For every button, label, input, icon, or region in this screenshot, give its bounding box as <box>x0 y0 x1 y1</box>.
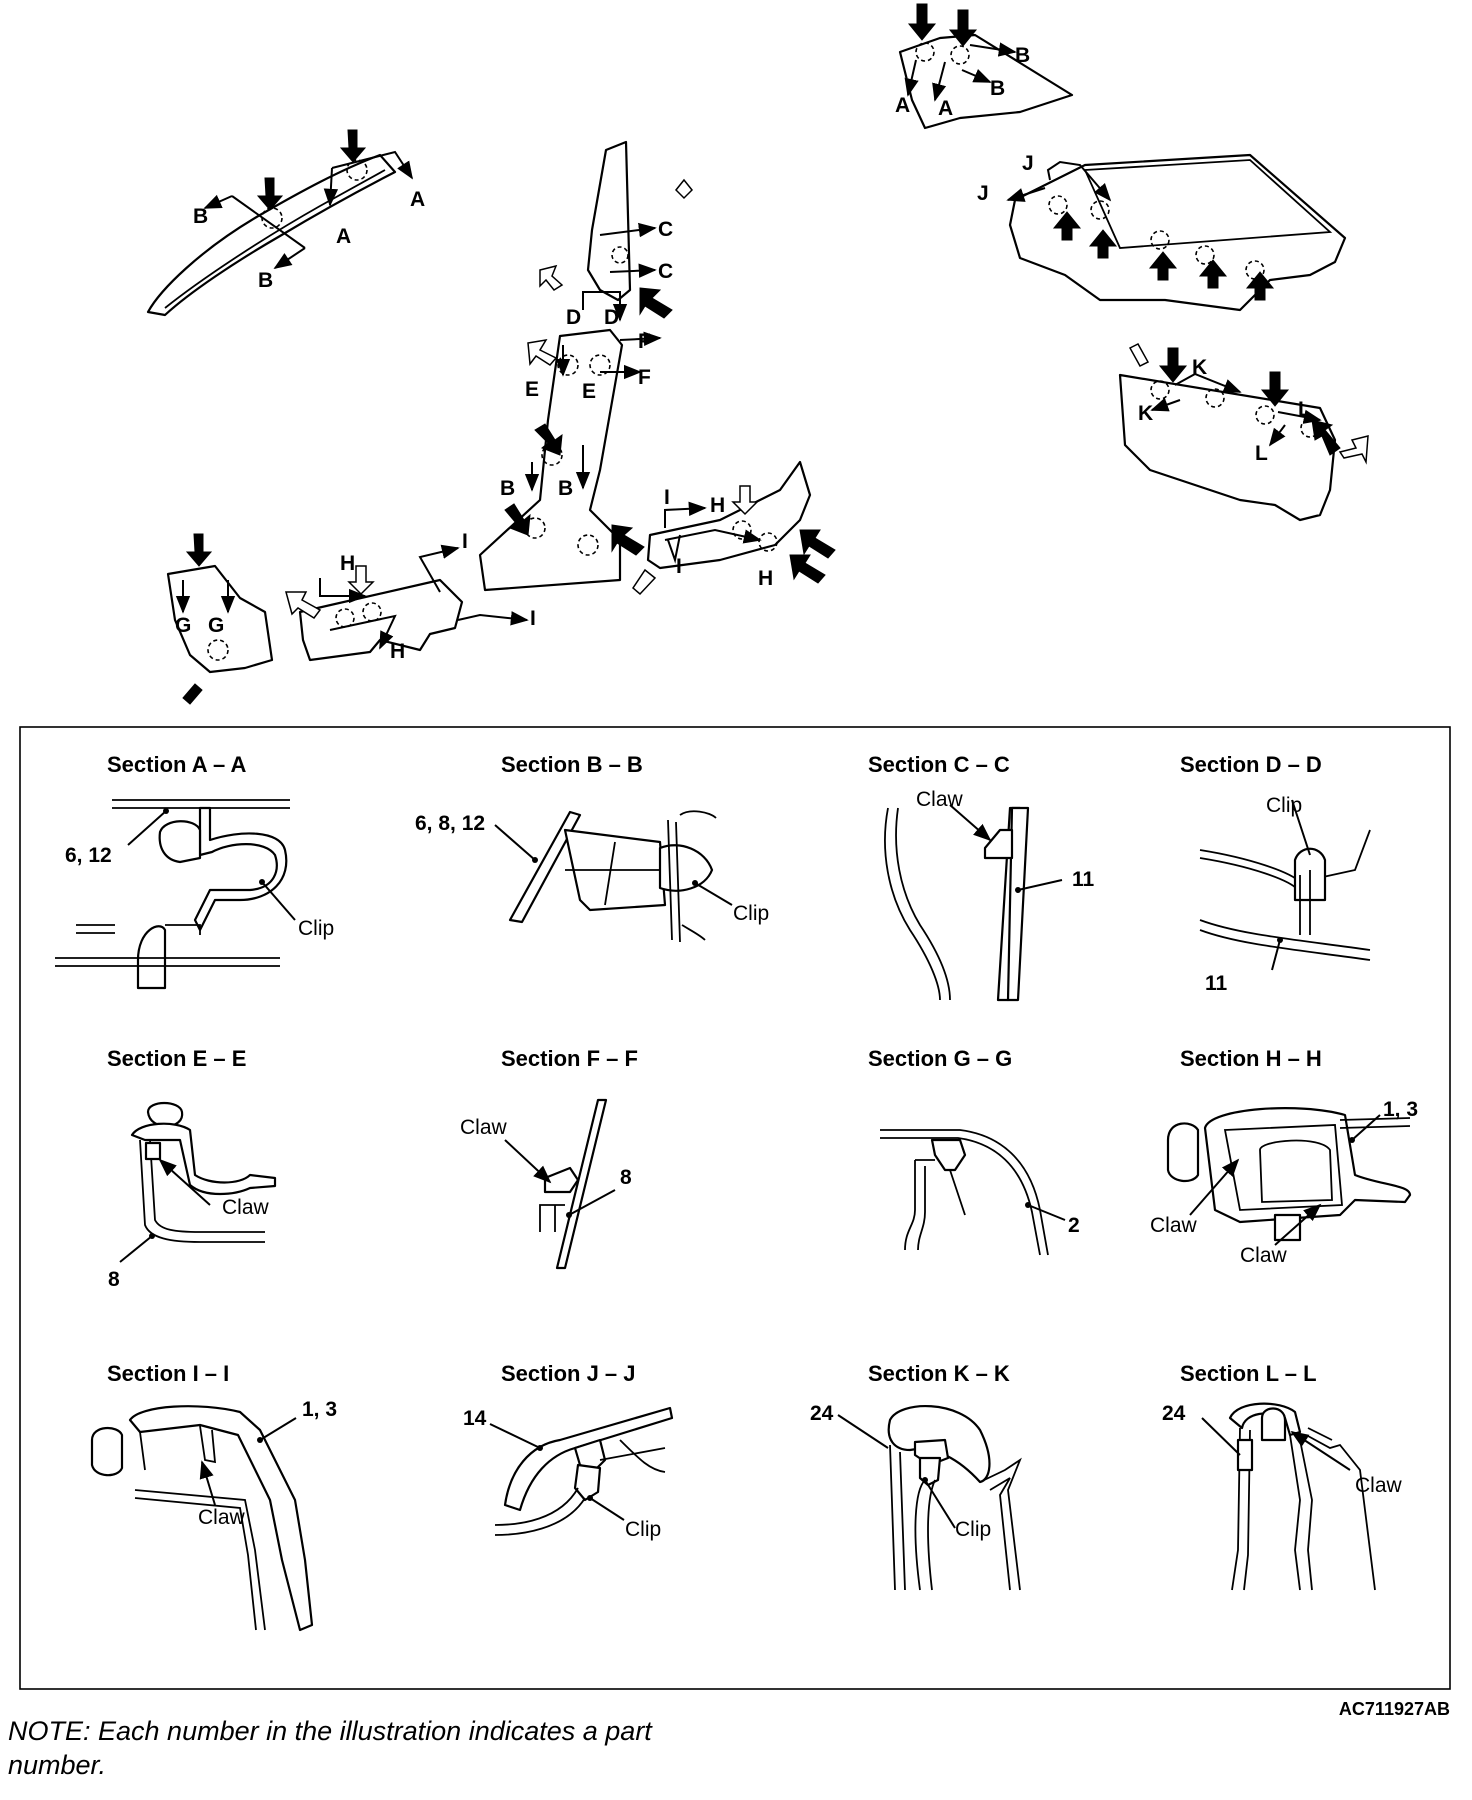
section-g-callout-1: 2 <box>1068 1214 1080 1237</box>
g-label-1: G <box>175 614 191 637</box>
section-b-drawing: 6, 8, 12 Clip <box>415 810 769 943</box>
section-h-callout-2: Claw <box>1150 1214 1198 1237</box>
package-tray: J J <box>977 152 1347 312</box>
c-pillar-label-3: B <box>1015 44 1030 67</box>
section-b-title: Section B – B <box>501 752 643 777</box>
section-k-callout-1: 24 <box>810 1402 834 1425</box>
lower-trim-parts: G G H H I I I I H H <box>166 460 836 705</box>
section-j-callout-2: Clip <box>625 1518 661 1541</box>
section-i-title: Section I – I <box>107 1361 229 1386</box>
i-label-3: I <box>664 486 670 509</box>
section-details-frame <box>19 726 1451 1690</box>
section-b-callout-1: 6, 8, 12 <box>415 812 485 835</box>
a-pillar-label-2: A <box>336 225 351 248</box>
section-g-drawing: 2 <box>880 1129 1080 1256</box>
k-label-1: K <box>1192 356 1207 379</box>
k-label-2: K <box>1138 402 1153 425</box>
c-pillar-label-1: A <box>895 94 910 117</box>
section-c-title: Section C – C <box>868 752 1010 777</box>
h-label-3: H <box>710 494 725 517</box>
h-label-2: H <box>390 640 405 663</box>
b-pillar-trim: C C D D E E F F B B <box>478 140 694 592</box>
section-a-callout-1: 6, 12 <box>65 844 112 867</box>
section-h-callout-3: Claw <box>1240 1244 1288 1267</box>
section-f-callout-2: 8 <box>620 1166 632 1189</box>
c-pillar-label-2: A <box>938 97 953 120</box>
section-j-title: Section J – J <box>501 1361 636 1386</box>
section-k-drawing: 24 Clip <box>810 1402 1022 1591</box>
note-text: NOTE: Each number in the illustration in… <box>8 1716 652 1780</box>
section-g-title: Section G – G <box>868 1046 1012 1071</box>
b-pillar-label-5: E <box>525 378 539 401</box>
section-f-title: Section F – F <box>501 1046 638 1071</box>
b-pillar-label-10: B <box>558 477 573 500</box>
section-d-drawing: Clip 11 <box>1199 794 1371 995</box>
section-k-title: Section K – K <box>868 1361 1010 1386</box>
section-c-drawing: Claw 11 <box>884 788 1095 1002</box>
section-i-callout-1: 1, 3 <box>302 1398 337 1421</box>
b-pillar-label-7: F <box>638 330 651 353</box>
section-i-callout-2: Claw <box>198 1506 246 1529</box>
section-e-title: Section E – E <box>107 1046 246 1071</box>
b-pillar-label-9: B <box>500 477 515 500</box>
h-label-4: H <box>758 567 773 590</box>
j-label-2: J <box>977 182 989 205</box>
figure-code: AC711927AB <box>1339 1699 1450 1719</box>
section-a-callout-2: Clip <box>298 917 334 940</box>
section-d-title: Section D – D <box>1180 752 1322 777</box>
h-label-1: H <box>340 552 355 575</box>
section-h-callout-1: 1, 3 <box>1383 1098 1418 1121</box>
i-label-4: I <box>676 555 682 578</box>
trunk-trim: K K L L <box>1118 343 1369 522</box>
section-d-callout-1: Clip <box>1266 794 1302 817</box>
section-a-title: Section A – A <box>107 752 246 777</box>
section-e-callout-1: Claw <box>222 1196 270 1219</box>
b-pillar-label-2: C <box>658 260 673 283</box>
a-pillar-trim: A A B B <box>146 129 425 317</box>
section-j-drawing: 14 Clip <box>463 1406 674 1541</box>
b-pillar-label-3: D <box>566 306 581 329</box>
section-l-title: Section L – L <box>1180 1361 1317 1386</box>
section-l-drawing: 24 Claw <box>1162 1402 1403 1591</box>
b-pillar-label-4: D <box>604 306 619 329</box>
section-j-callout-1: 14 <box>463 1407 487 1430</box>
section-e-callout-2: 8 <box>108 1268 120 1291</box>
b-pillar-label-1: C <box>658 218 673 241</box>
section-a-drawing: 6, 12 Clip <box>55 799 334 990</box>
section-k-callout-2: Clip <box>955 1518 991 1541</box>
l-label-1: L <box>1298 398 1311 421</box>
i-label-2: I <box>530 607 536 630</box>
j-label-1: J <box>1022 152 1034 175</box>
section-e-drawing: Claw 8 <box>108 1101 277 1291</box>
c-pillar-trim: A A B B <box>895 3 1074 130</box>
section-h-title: Section H – H <box>1180 1046 1322 1071</box>
c-pillar-label-4: B <box>990 77 1005 100</box>
section-i-drawing: 1, 3 Claw <box>90 1398 337 1632</box>
section-h-drawing: 1, 3 Claw Claw <box>1150 1098 1418 1267</box>
section-f-drawing: Claw 8 <box>460 1098 632 1270</box>
section-c-callout-2: 11 <box>1072 868 1095 891</box>
section-b-callout-2: Clip <box>733 902 769 925</box>
g-label-2: G <box>208 614 224 637</box>
section-f-callout-1: Claw <box>460 1116 508 1139</box>
section-l-callout-2: Claw <box>1355 1474 1403 1497</box>
a-pillar-label-4: B <box>258 269 273 292</box>
section-l-callout-1: 24 <box>1162 1402 1186 1425</box>
section-c-callout-1: Claw <box>916 788 964 811</box>
a-pillar-label-3: B <box>193 205 208 228</box>
b-pillar-label-6: E <box>582 380 596 403</box>
b-pillar-label-8: F <box>638 366 651 389</box>
l-label-2: L <box>1255 442 1268 465</box>
section-d-callout-2: 11 <box>1205 972 1228 995</box>
a-pillar-label-1: A <box>410 188 425 211</box>
i-label-1: I <box>462 530 468 553</box>
